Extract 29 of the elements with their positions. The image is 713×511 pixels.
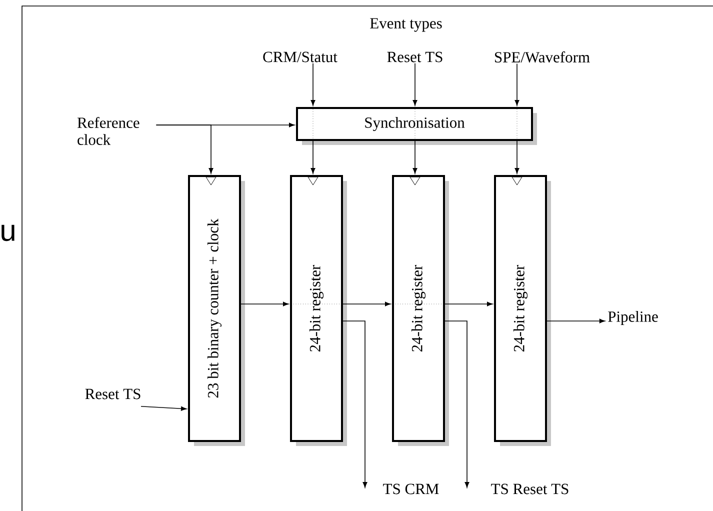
register-box: 24-bit register: [290, 175, 347, 446]
signal-label: Reference clock: [77, 116, 140, 146]
arrow: [342, 320, 368, 488]
arrow: [546, 318, 606, 324]
signal-label: TS Reset TS: [491, 484, 568, 494]
register-box: 24-bit register: [494, 175, 551, 446]
arrow: [240, 302, 289, 306]
signal-label: CRM/Statut: [263, 52, 338, 62]
signal-label: Pipeline: [608, 310, 658, 326]
register-box: 24-bit register: [392, 175, 449, 446]
arrow: [310, 140, 316, 174]
arrow: [514, 140, 520, 174]
arrow: [444, 302, 493, 306]
arrow: [412, 63, 418, 106]
signal-label: SPE/Waveform: [495, 51, 590, 63]
arrow: [514, 63, 520, 106]
arrow: [444, 320, 470, 488]
signal-label: Event types: [370, 18, 442, 32]
arrow: [156, 124, 214, 174]
slide-fragment-text: u: [2, 224, 14, 242]
counter-box: 23 bit binary counter + clock: [188, 175, 245, 446]
synchronisation-box: Synchronisation: [296, 107, 537, 145]
arrow: [140, 406, 187, 411]
arrow: [342, 302, 391, 306]
arrow: [310, 63, 316, 106]
signal-label: Reset TS: [85, 388, 140, 400]
signal-label: TS CRM: [383, 484, 439, 494]
signal-label: Reset TS: [387, 52, 442, 62]
arrow: [412, 140, 418, 174]
